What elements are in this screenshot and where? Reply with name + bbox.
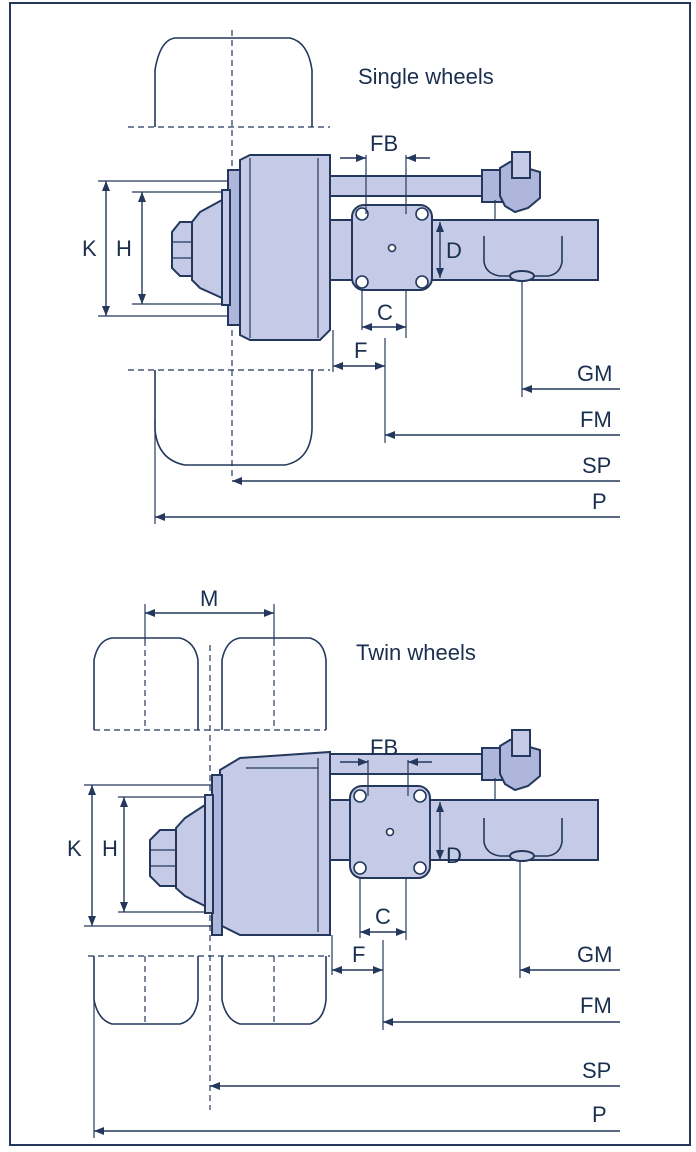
label-fm: FM [580, 407, 612, 432]
bolt-hole [415, 207, 429, 221]
single-wheels-title: Single wheels [358, 64, 494, 89]
lower-tire-outline [154, 370, 313, 466]
bolt-hole [413, 789, 427, 803]
cam-shaft-twin [329, 753, 491, 775]
dimension-arrowhead [356, 154, 366, 162]
dimension-arrowhead [436, 850, 444, 860]
lower-twin-tire-inner [93, 956, 199, 1025]
bolt-hole [355, 275, 369, 289]
dimension-arrowhead [396, 928, 406, 936]
label-gm-twin: GM [577, 942, 612, 967]
dimension-arrowhead [360, 928, 370, 936]
dimension-arrowhead [145, 609, 155, 617]
bolt-hole [415, 275, 429, 289]
twin-wheels-panel: Twin wheels M [67, 586, 620, 1138]
dimension-arrowhead [520, 966, 530, 974]
single-wheels-panel: Single wheels [82, 30, 620, 524]
hub-cap-twin [149, 829, 177, 887]
bolt-hole [413, 861, 427, 875]
upper-twin-tire-inner [93, 637, 199, 730]
dimension-arrowhead [155, 513, 165, 521]
dimension-arrowhead [436, 268, 444, 278]
center-hole [387, 243, 397, 253]
upper-twin-tire-outer [221, 637, 327, 730]
dimension-arrowhead [88, 916, 96, 926]
label-k-twin: K [67, 836, 82, 861]
hub-body-twin [175, 803, 206, 908]
lower-twin-tire-outer [221, 956, 327, 1025]
label-k: K [82, 236, 97, 261]
label-h: H [116, 236, 132, 261]
center-hole [385, 827, 395, 837]
upper-tire-outline [154, 37, 313, 127]
bolt-hole [353, 861, 367, 875]
hub-cap [171, 221, 193, 277]
label-sp-twin: SP [582, 1058, 611, 1083]
slack-adjuster-head [511, 151, 531, 179]
dimension-arrowhead [210, 1082, 220, 1090]
label-p-twin: P [592, 1102, 607, 1127]
label-fb-twin: FB [370, 735, 398, 760]
dimension-arrowhead [385, 431, 395, 439]
dimension-arrowhead [102, 181, 110, 191]
hub-face-twin [204, 794, 214, 914]
brake-drum-twin [219, 750, 331, 936]
dimension-arrowhead [373, 966, 383, 974]
bolt-hole [355, 207, 369, 221]
dimension-arrowhead [88, 785, 96, 795]
cam-shaft [329, 175, 491, 197]
dimension-arrowhead [406, 154, 416, 162]
label-h-twin: H [102, 836, 118, 861]
dimension-arrowhead [375, 362, 385, 370]
dimension-arrowhead [120, 902, 128, 912]
dimension-arrowhead [408, 758, 418, 766]
label-p: P [592, 489, 607, 514]
label-f: F [354, 338, 367, 363]
label-c-twin: C [375, 904, 391, 929]
hub-body [191, 198, 223, 300]
dimension-arrowhead [436, 222, 444, 232]
dimension-arrowhead [120, 797, 128, 807]
label-m: M [200, 586, 218, 611]
dimension-arrowhead [333, 362, 343, 370]
label-gm: GM [577, 361, 612, 386]
dimension-arrowhead [358, 758, 368, 766]
dimension-arrowhead [102, 306, 110, 316]
brake-drum [239, 154, 331, 341]
dimension-arrowhead [94, 1127, 104, 1135]
slack-adjuster-head-twin [511, 729, 531, 757]
label-sp: SP [582, 453, 611, 478]
bracket-foot [509, 270, 535, 282]
bolt-hole [353, 789, 367, 803]
bracket-foot-twin [509, 850, 535, 862]
label-fm-twin: FM [580, 993, 612, 1018]
label-fb: FB [370, 131, 398, 156]
label-f-twin: F [352, 942, 365, 967]
label-d: D [446, 238, 462, 263]
label-d-twin: D [446, 843, 462, 868]
dimension-arrowhead [332, 966, 342, 974]
twin-wheels-title: Twin wheels [356, 640, 476, 665]
dimension-arrowhead [362, 323, 372, 331]
dimension-arrowhead [522, 385, 532, 393]
dimension-arrowhead [396, 323, 406, 331]
dimension-arrowhead [383, 1018, 393, 1026]
dimension-arrowhead [264, 609, 274, 617]
hub-face [221, 189, 231, 306]
dimension-arrowhead [138, 294, 146, 304]
diagram-frame [9, 2, 691, 1146]
label-c: C [377, 300, 393, 325]
dimension-arrowhead [436, 802, 444, 812]
dimension-arrowhead [232, 477, 242, 485]
dimension-arrowhead [138, 192, 146, 202]
